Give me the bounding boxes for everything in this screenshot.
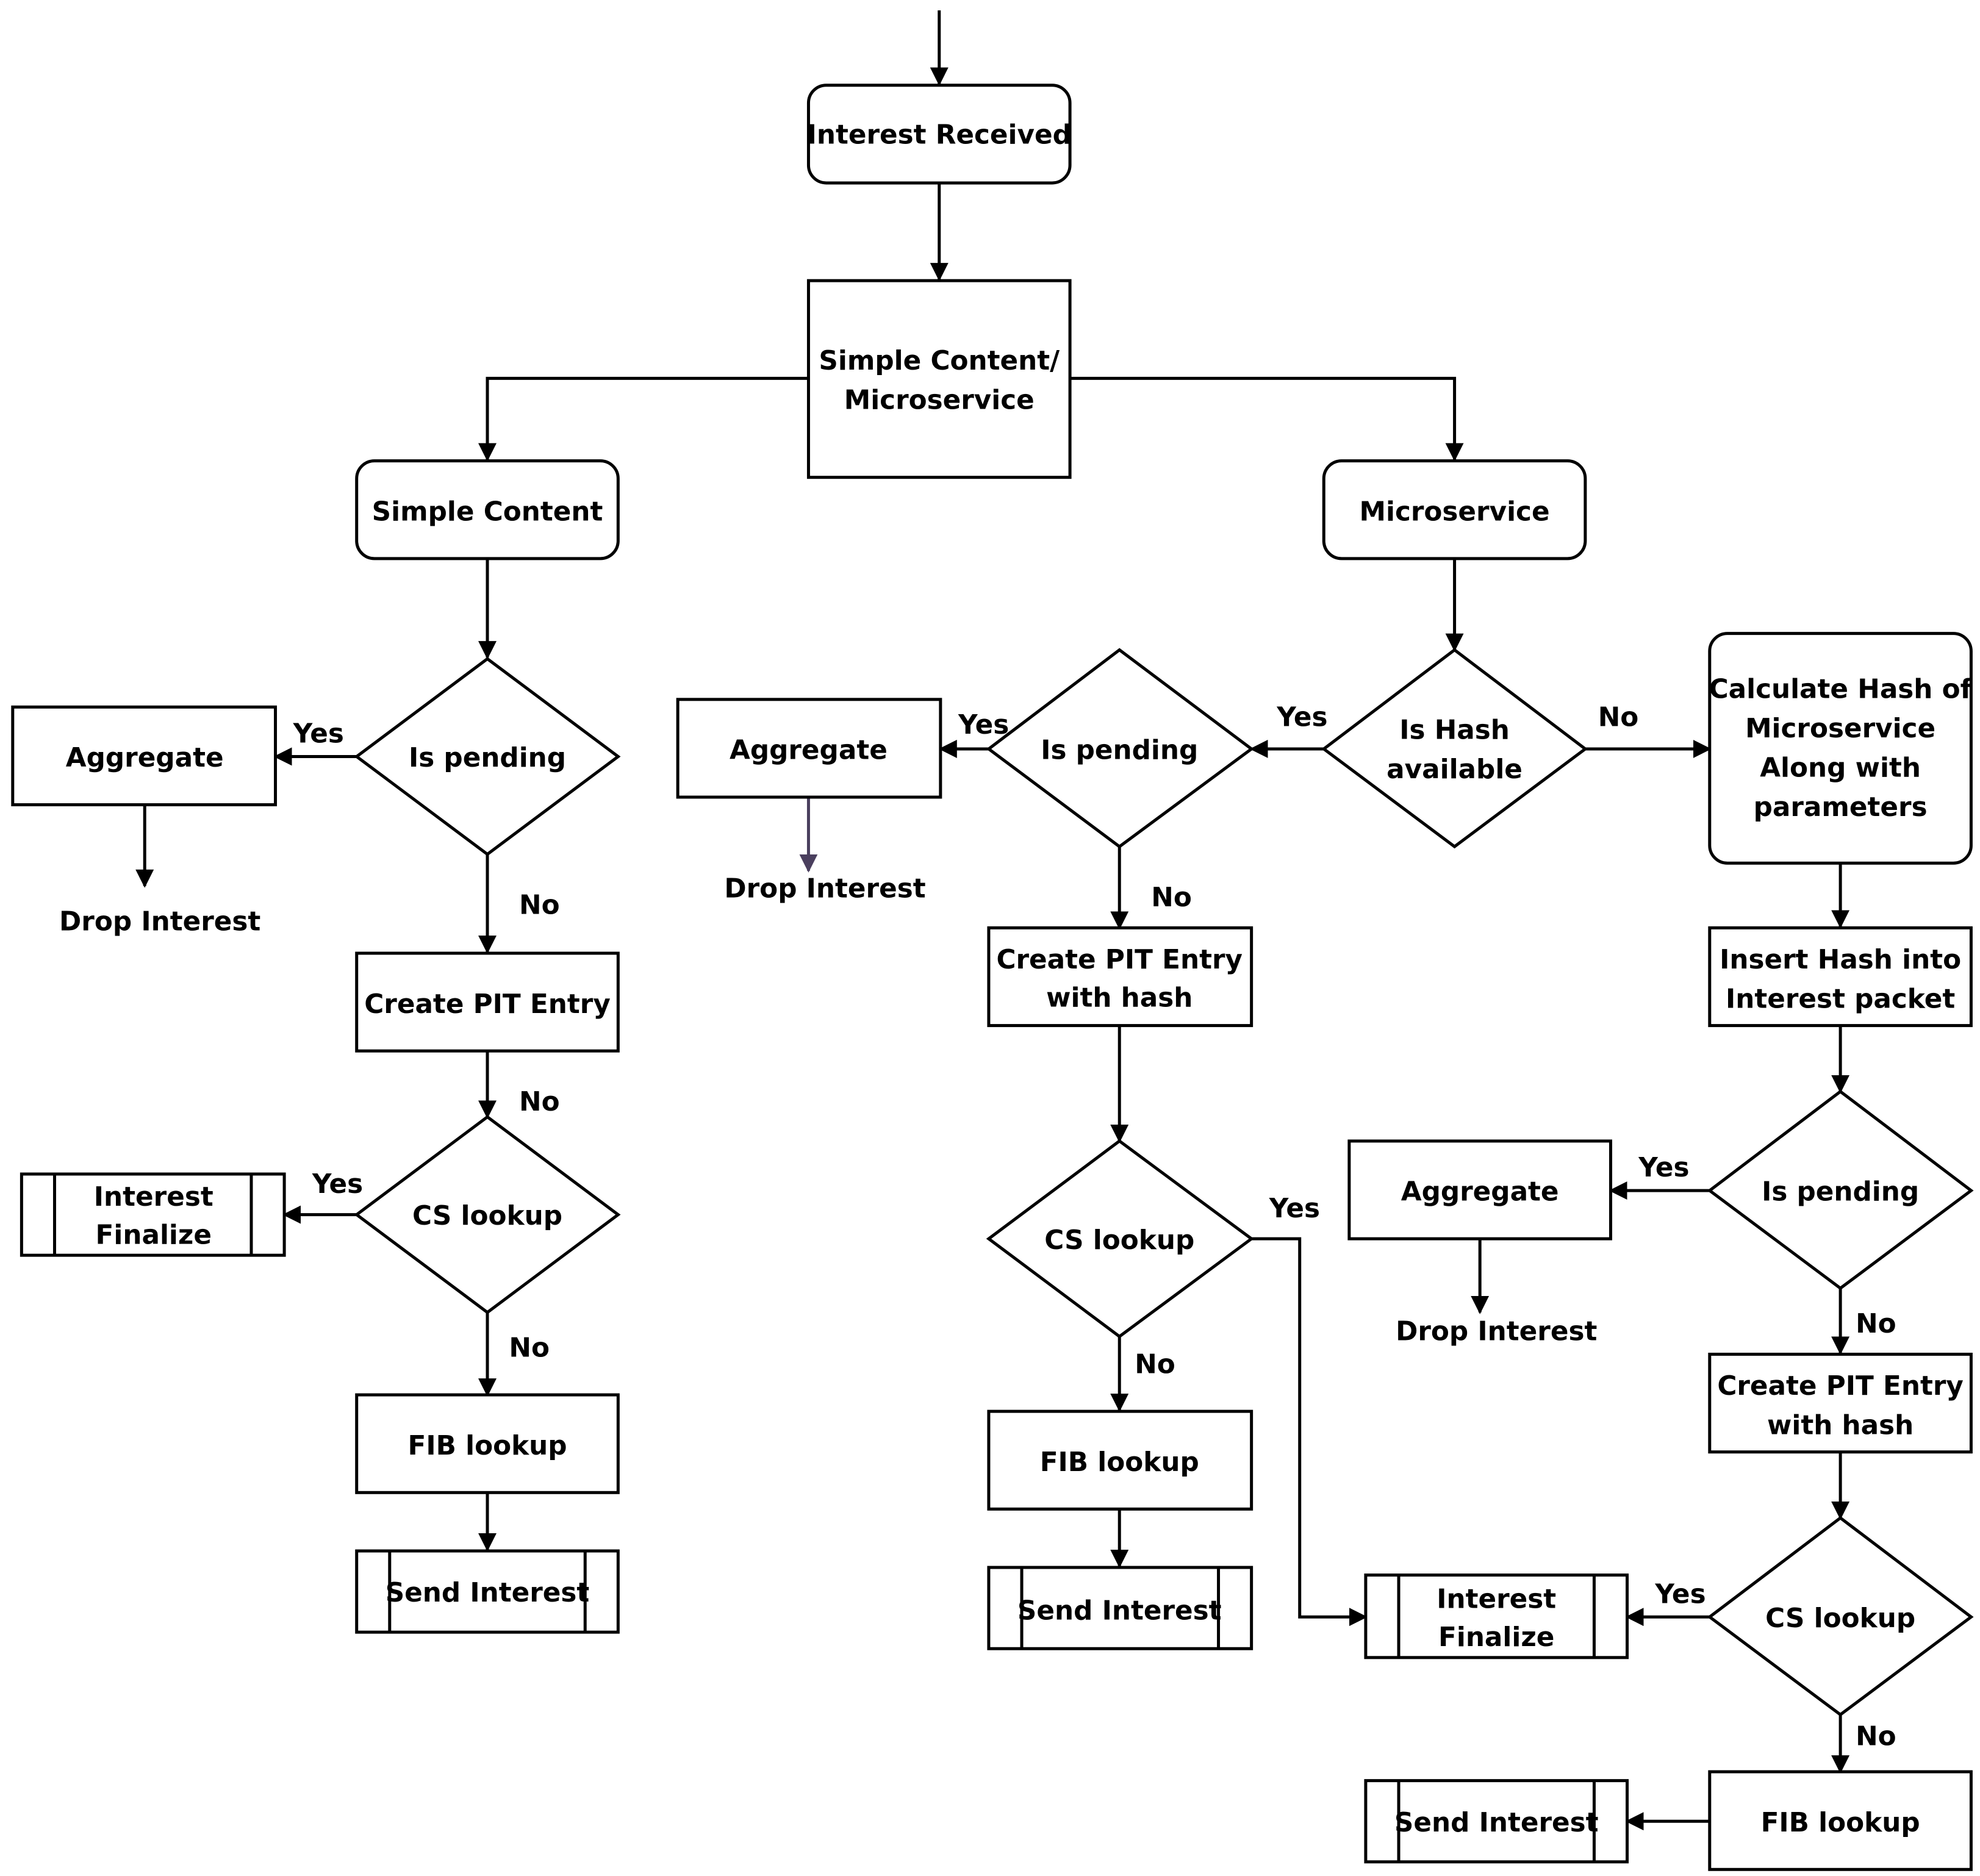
connectors	[135, 10, 1850, 1831]
label-ms-hash-yes: Yes	[1276, 702, 1327, 733]
svg-text:Send Interest: Send Interest	[386, 1577, 590, 1608]
svg-text:FIB lookup: FIB lookup	[1040, 1447, 1199, 1478]
arrow-ms-cs-yes	[1251, 1237, 1368, 1627]
svg-text:Microservice: Microservice	[1360, 496, 1550, 527]
node-ms-yes-create-pit: Create PIT Entry with hash	[987, 926, 1254, 1028]
node-ms-insert-hash: Insert Hash into Interest packet	[1708, 926, 1973, 1028]
node-sc-drop-interest: Drop Interest	[59, 906, 260, 937]
node-sc-send-interest: Send Interest	[355, 1549, 620, 1634]
svg-text:FIB lookup: FIB lookup	[1761, 1807, 1920, 1838]
svg-text:available: available	[1386, 754, 1523, 785]
node-ms-no-create-pit: Create PIT Entry with hash	[1708, 1352, 1973, 1454]
svg-text:Send Interest: Send Interest	[1394, 1807, 1599, 1838]
node-microservice: Microservice	[1322, 459, 1587, 560]
node-ms-yes-aggregate: Aggregate	[676, 698, 942, 799]
svg-text:Is pending: Is pending	[409, 742, 566, 773]
node-ms-no-cs-lookup: CS lookup	[1707, 1516, 1974, 1717]
svg-text:Interest: Interest	[94, 1181, 213, 1212]
svg-text:Interest packet: Interest packet	[1726, 983, 1955, 1014]
label-sc-pit-no: No	[519, 1086, 560, 1117]
label-ms-yes-pending-yes: Yes	[958, 709, 1009, 740]
label-sc-pending-yes: Yes	[293, 718, 344, 750]
node-sc-interest-finalize: Interest Finalize	[20, 1172, 286, 1257]
svg-text:CS lookup: CS lookup	[1765, 1603, 1915, 1634]
node-ms-yes-drop-interest: Drop Interest	[724, 873, 925, 904]
svg-text:Aggregate: Aggregate	[730, 735, 888, 766]
svg-text:Create PIT Entry: Create PIT Entry	[1717, 1370, 1964, 1402]
svg-text:CS lookup: CS lookup	[1044, 1225, 1194, 1256]
node-ms-yes-send-interest: Send Interest	[987, 1566, 1254, 1650]
svg-text:with hash: with hash	[1767, 1410, 1914, 1441]
svg-text:Is pending: Is pending	[1041, 735, 1198, 766]
node-ms-no-fib-lookup: FIB lookup	[1708, 1770, 1973, 1871]
svg-text:Microservice: Microservice	[1745, 713, 1935, 744]
node-sc-fib-lookup: FIB lookup	[355, 1393, 620, 1494]
label-ms-yes-cs-no: No	[1135, 1349, 1175, 1380]
svg-text:Interest: Interest	[1437, 1584, 1556, 1615]
node-ms-no-is-pending: Is pending	[1707, 1089, 1974, 1291]
label-sc-cs-yes: Yes	[312, 1169, 363, 1200]
svg-text:Create PIT Entry: Create PIT Entry	[364, 989, 611, 1020]
svg-text:Interest Received: Interest Received	[807, 119, 1072, 150]
node-ms-no-send-interest: Send Interest	[1364, 1779, 1629, 1864]
label-ms-no-cs-no: No	[1856, 1720, 1896, 1752]
svg-text:Aggregate: Aggregate	[1401, 1176, 1559, 1208]
svg-text:Finalize: Finalize	[1438, 1622, 1554, 1653]
svg-text:Simple Content/: Simple Content/	[819, 345, 1060, 376]
svg-text:Is Hash: Is Hash	[1399, 714, 1510, 745]
arrow-decision-to-simple	[478, 376, 808, 462]
node-sc-cs-lookup: CS lookup	[354, 1115, 621, 1314]
node-interest-received: Interest Received	[807, 84, 1072, 185]
svg-text:Microservice: Microservice	[844, 384, 1035, 415]
svg-text:CS lookup: CS lookup	[412, 1200, 562, 1231]
node-sc-is-pending: Is pending	[354, 657, 621, 856]
node-sc-create-pit: Create PIT Entry	[355, 951, 620, 1053]
svg-text:Finalize: Finalize	[96, 1219, 212, 1250]
label-ms-no-pending-yes: Yes	[1638, 1152, 1689, 1183]
svg-text:Aggregate: Aggregate	[66, 742, 224, 773]
label-ms-yes-cs-yes: Yes	[1269, 1193, 1320, 1224]
svg-text:Simple Content: Simple Content	[372, 496, 603, 527]
node-ms-yes-fib-lookup: FIB lookup	[987, 1409, 1254, 1511]
node-ms-yes-is-pending: Is pending	[986, 648, 1254, 849]
node-ms-yes-cs-lookup: CS lookup	[986, 1139, 1254, 1339]
edge-labels: Yes No No Yes No Yes No Yes No Yes No Ye…	[293, 702, 1896, 1752]
label-ms-no-cs-yes: Yes	[1654, 1578, 1706, 1609]
svg-text:Calculate Hash of: Calculate Hash of	[1709, 674, 1973, 705]
node-ms-interest-finalize: Interest Finalize	[1364, 1573, 1629, 1659]
node-ms-calc-hash: Calculate Hash of Microservice Along wit…	[1708, 632, 1973, 865]
node-simple-content: Simple Content	[355, 459, 620, 560]
svg-text:Send Interest: Send Interest	[1017, 1595, 1222, 1626]
svg-text:Insert Hash into: Insert Hash into	[1720, 944, 1961, 975]
svg-text:Is pending: Is pending	[1762, 1176, 1919, 1208]
node-ms-no-drop-interest: Drop Interest	[1396, 1316, 1597, 1347]
svg-text:parameters: parameters	[1754, 792, 1928, 823]
svg-text:Create PIT Entry: Create PIT Entry	[996, 944, 1243, 975]
svg-text:Along with: Along with	[1760, 753, 1921, 784]
svg-text:FIB lookup: FIB lookup	[407, 1430, 567, 1461]
svg-text:with hash: with hash	[1046, 982, 1193, 1013]
label-sc-cs-no: No	[509, 1333, 550, 1364]
node-ms-is-hash-available: Is Hash available	[1321, 648, 1588, 849]
node-ms-no-aggregate: Aggregate	[1347, 1139, 1612, 1241]
label-sc-pending-no: No	[519, 889, 560, 920]
node-sc-aggregate: Aggregate	[11, 705, 278, 807]
node-content-type-decision: Simple Content/ Microservice	[806, 279, 1072, 479]
label-ms-no-pending-no: No	[1856, 1308, 1896, 1339]
label-ms-yes-pending-no: No	[1151, 882, 1192, 913]
label-ms-hash-no: No	[1598, 702, 1639, 733]
arrow-decision-to-micro	[1070, 376, 1464, 462]
